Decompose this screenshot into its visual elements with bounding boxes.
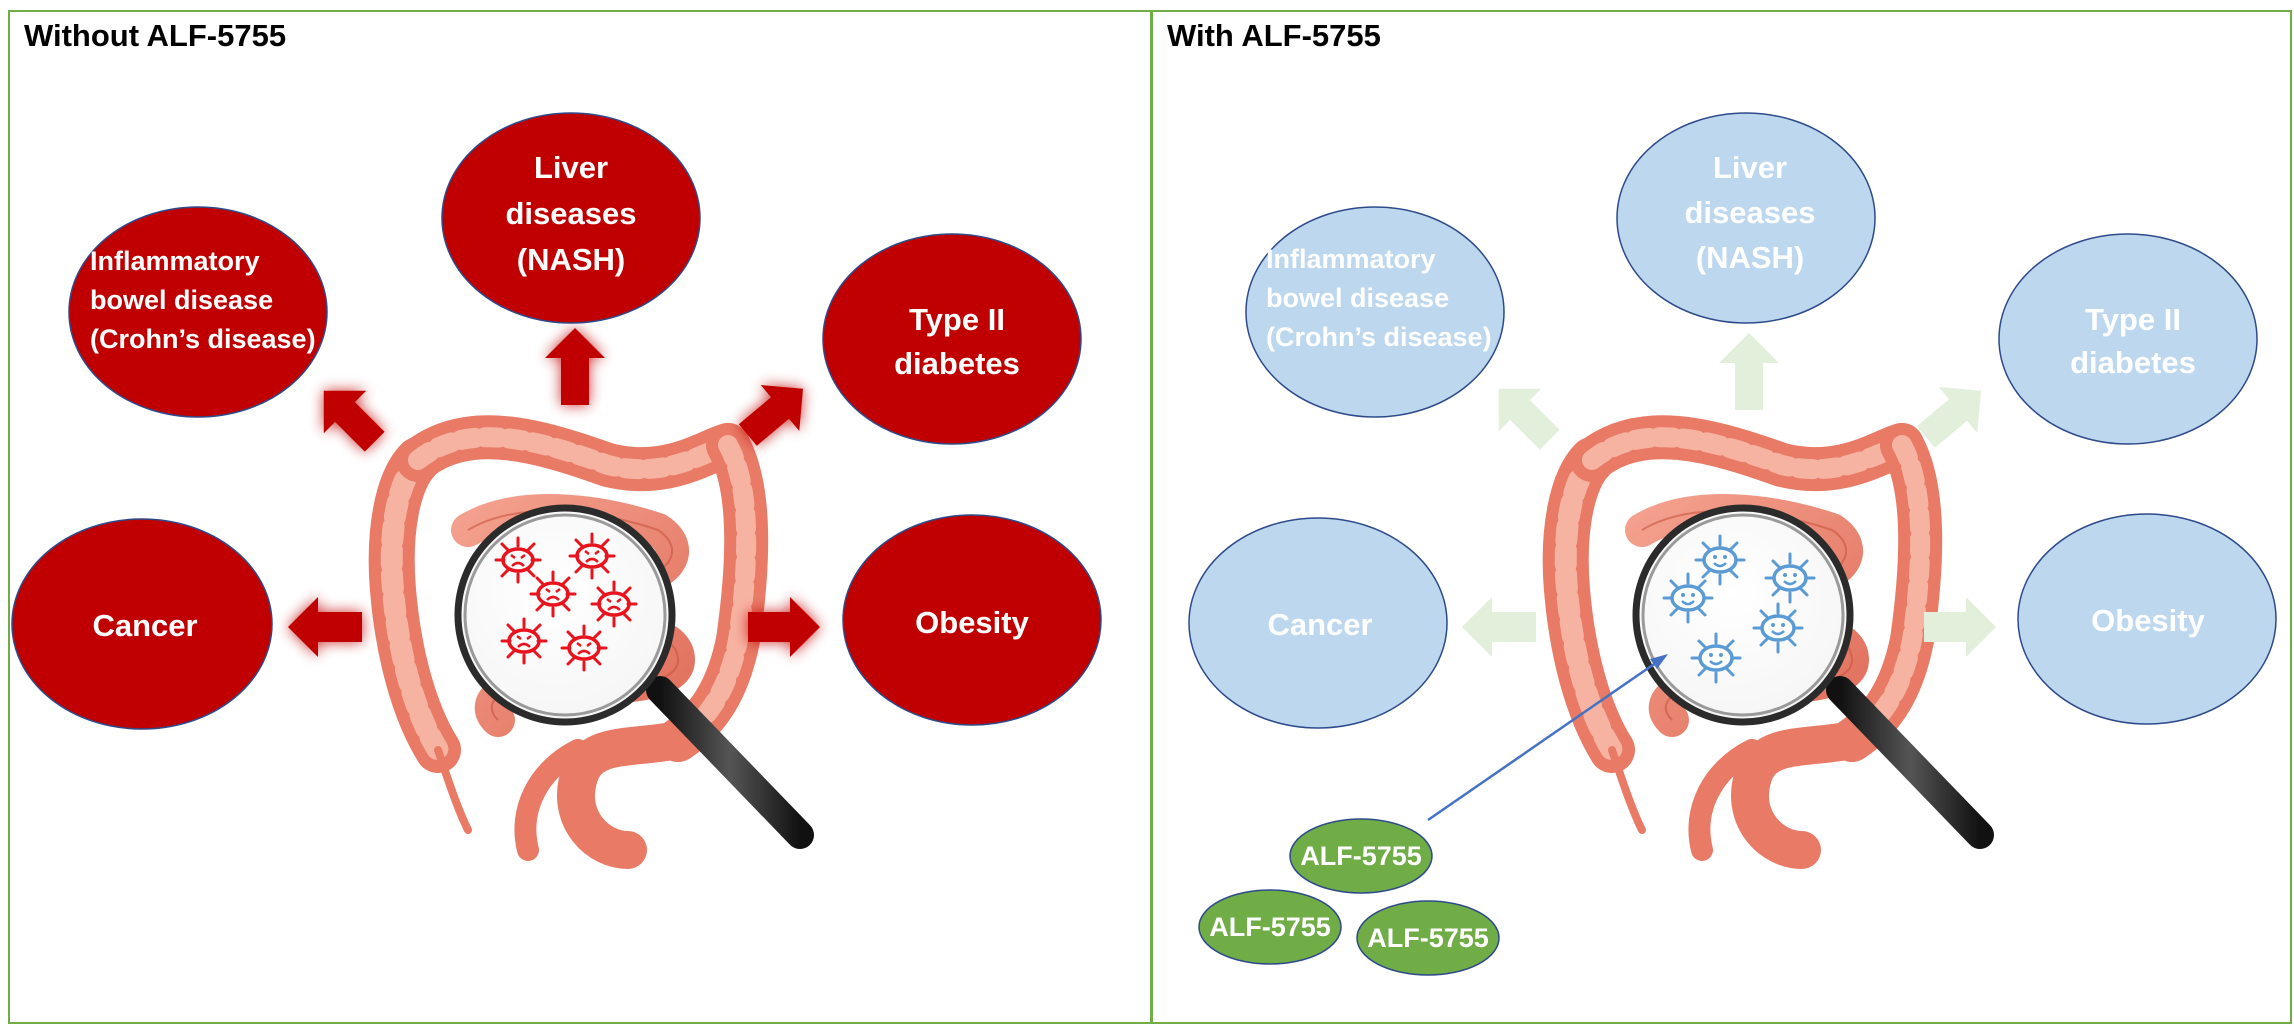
liver-label-line2: diseases: [506, 196, 637, 231]
disease-obesity-right: Obesity: [2017, 513, 2277, 725]
panel-with-treatment: With ALF-5755: [1151, 10, 2292, 1024]
disease-cancer-right: Cancer: [1188, 517, 1448, 729]
liver-label-line1: Liver: [534, 150, 608, 185]
treatment-label: ALF-5755: [1300, 841, 1422, 871]
microbe-icon: [1690, 632, 1742, 684]
treatment-pill: ALF-5755: [1289, 818, 1433, 894]
diabetes-label-line2: diabetes: [2070, 345, 2196, 380]
microbe-icon: [1752, 602, 1804, 654]
cancer-label: Cancer: [92, 608, 197, 643]
arrow-to-ibd: [1498, 388, 1560, 450]
diabetes-label-line1: Type II: [909, 302, 1005, 337]
liver-label-line3: (NASH): [517, 242, 626, 277]
ibd-label-line3: (Crohn’s disease): [1266, 322, 1492, 352]
magnifier-right: [1632, 504, 1994, 849]
ibd-label-line2: bowel disease: [90, 285, 273, 315]
ibd-label-line2: bowel disease: [1266, 283, 1449, 313]
disease-diabetes-left: Type II diabetes: [822, 233, 1082, 445]
magnifier-left: [454, 504, 814, 849]
disease-obesity-left: Obesity: [842, 514, 1102, 726]
disease-cancer-left: Cancer: [11, 518, 273, 730]
arrow-to-diabetes: [1916, 387, 1981, 448]
cancer-label: Cancer: [1267, 607, 1372, 642]
treatment-pill: ALF-5755: [1198, 889, 1342, 965]
treatment-pointer-arrow: [1427, 654, 1668, 822]
disease-liver-left: Liver diseases (NASH): [441, 112, 701, 324]
obesity-label: Obesity: [915, 605, 1029, 640]
liver-label-line2: diseases: [1685, 195, 1816, 230]
panel-title-with: With ALF-5755: [1167, 18, 1381, 53]
treatment-pill: ALF-5755: [1356, 900, 1500, 976]
diabetes-label-line1: Type II: [2085, 302, 2181, 337]
arrow-to-liver: [545, 328, 605, 405]
obesity-label: Obesity: [2091, 603, 2205, 638]
panel-title-without: Without ALF-5755: [24, 18, 287, 53]
arrow-to-cancer: [288, 597, 362, 657]
arrow-to-ibd: [323, 390, 385, 452]
diabetes-label-line2: diabetes: [894, 346, 1020, 381]
arrow-to-cancer: [1462, 597, 1536, 657]
disease-ibd-right: Inflammatory bowel disease (Crohn’s dise…: [1245, 206, 1505, 418]
arrows-left: [288, 328, 820, 657]
treatment-label: ALF-5755: [1209, 912, 1331, 942]
liver-label-line3: (NASH): [1696, 240, 1805, 275]
arrow-to-obesity: [1924, 597, 1996, 657]
microbe-icon: [1694, 534, 1746, 586]
ibd-label-line3: (Crohn’s disease): [90, 324, 316, 354]
disease-liver-right: Liver diseases (NASH): [1616, 112, 1876, 324]
disease-ibd-left: Inflammatory bowel disease (Crohn’s dise…: [68, 206, 328, 418]
arrow-to-obesity: [748, 597, 820, 657]
liver-label-line1: Liver: [1713, 150, 1787, 185]
arrows-right: [1462, 333, 1996, 657]
arrow-to-liver: [1719, 333, 1779, 410]
ibd-label-line1: Inflammatory: [1266, 244, 1436, 274]
ibd-label-line1: Inflammatory: [90, 246, 260, 276]
microbe-icon: [1662, 572, 1714, 624]
arrow-to-diabetes: [738, 385, 803, 446]
disease-diabetes-right: Type II diabetes: [1998, 233, 2258, 445]
microbe-icon: [1764, 552, 1816, 604]
treatment-label: ALF-5755: [1367, 923, 1489, 953]
